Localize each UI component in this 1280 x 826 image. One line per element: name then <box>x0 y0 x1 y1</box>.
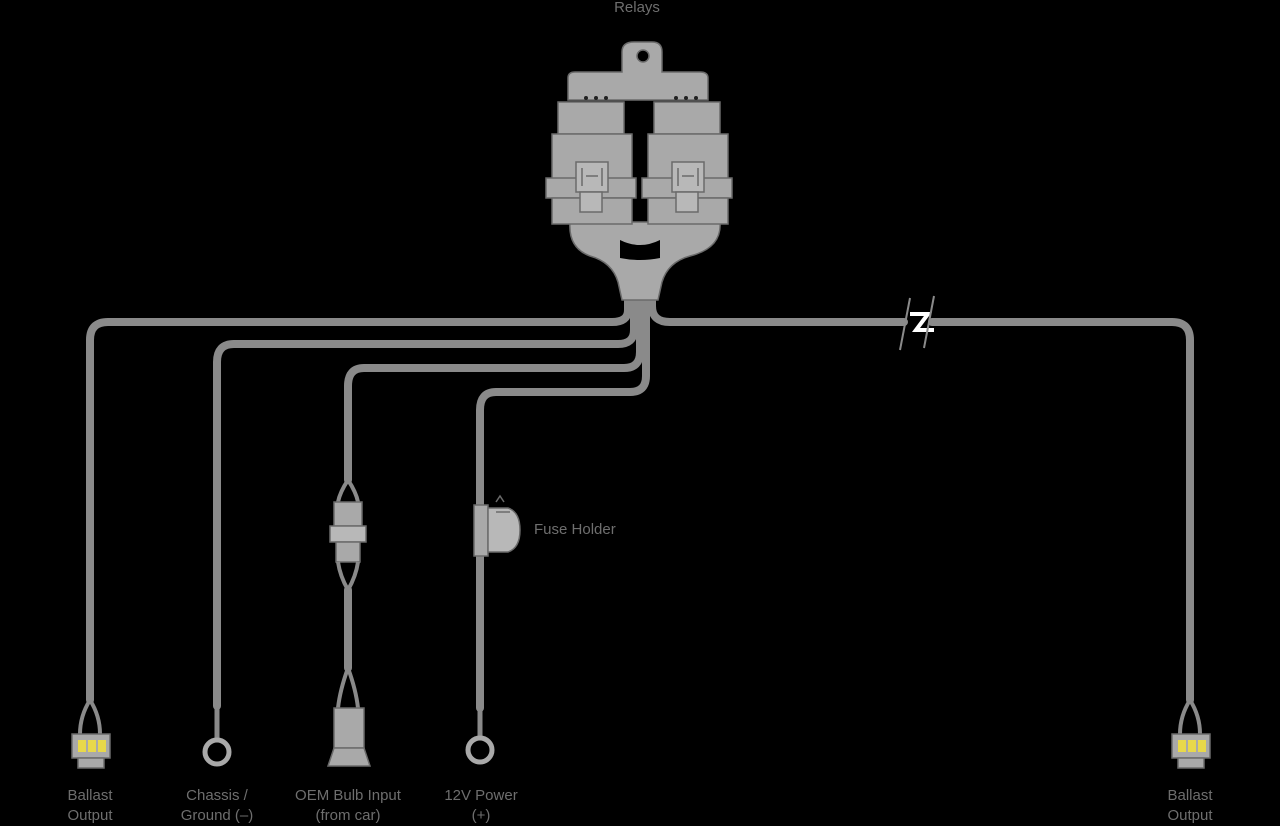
ballast-pin <box>88 740 96 752</box>
ballast-pin <box>1188 740 1196 752</box>
chassis-ring-terminal-icon <box>202 706 232 767</box>
ballast-left-connector <box>71 698 111 769</box>
fuse-holder-label: Fuse Holder <box>534 521 616 538</box>
12v-power-label: 12V Power(+) <box>444 787 518 824</box>
relay-bracket <box>567 41 709 101</box>
wire-break-icon <box>899 295 935 351</box>
fuse-holder <box>473 494 521 557</box>
ballast-pin <box>98 740 106 752</box>
wire-chassis-ground <box>213 296 638 710</box>
oem-inline-connector <box>329 478 367 591</box>
relay-right <box>641 101 733 225</box>
bracket-hole-icon <box>636 49 650 63</box>
relay-boot <box>569 221 721 301</box>
oem-bulb-input-label: OEM Bulb Input(from car) <box>295 787 401 824</box>
wire-ballast-left <box>86 296 632 704</box>
wire-12v-power <box>476 296 650 509</box>
wire-oem-bulb <box>344 296 644 484</box>
oem-bulb-plug <box>326 667 372 767</box>
relay-left <box>545 101 637 225</box>
ballast-pin <box>1178 740 1186 752</box>
ballast-right-connector <box>1171 698 1211 769</box>
ballast-pin <box>78 740 86 752</box>
chassis-ground-label: Chassis /Ground (–) <box>180 787 254 824</box>
ballast-pin <box>1198 740 1206 752</box>
relay-assembly <box>545 41 733 301</box>
relays-label: Relays <box>614 0 660 16</box>
wire-ballast-right-far <box>928 318 1194 704</box>
wire-ballast-right <box>648 296 908 326</box>
power-ring-terminal-icon <box>465 706 495 765</box>
